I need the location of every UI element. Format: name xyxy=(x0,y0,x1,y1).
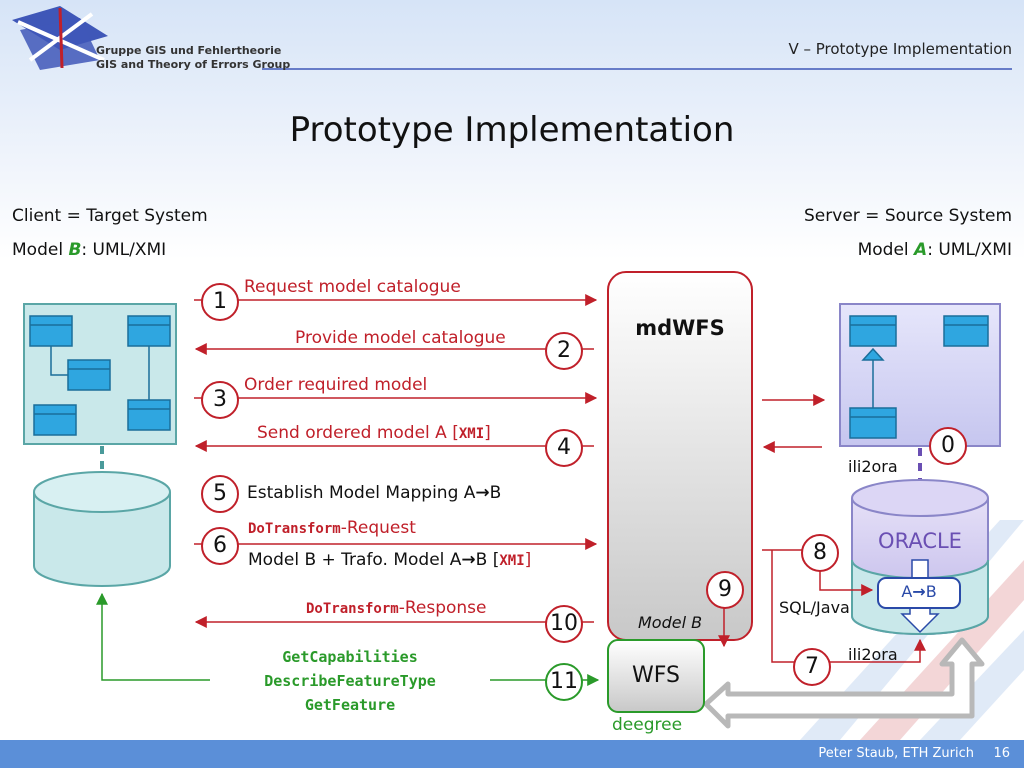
step-badge-3: 3 xyxy=(201,381,239,419)
ili2ora-top-label: ili2ora xyxy=(848,457,898,476)
wfs-op-getcapabilities: GetCapabilities xyxy=(282,648,418,666)
db-access-arrow xyxy=(703,637,985,729)
mapping-label: A→B xyxy=(901,582,937,601)
wfs-label: WFS xyxy=(632,663,680,688)
step-10-label: DoTransform-Response xyxy=(306,598,487,618)
step-4-label: Send ordered model A [XMI] xyxy=(257,423,491,443)
arrow-to-client-db xyxy=(96,592,210,681)
footer-bar: Peter Staub, ETH Zurich 16 xyxy=(0,740,1024,768)
footer-page-number: 16 xyxy=(993,746,1010,761)
step-badge-2: 2 xyxy=(545,332,583,370)
client-heading: Client = Target System xyxy=(12,206,208,226)
logo-icon xyxy=(12,6,108,70)
step-1-label: Request model catalogue xyxy=(244,277,461,297)
step-6-sublabel: Model B + Trafo. Model A→B [XMI] xyxy=(248,550,532,570)
step-3-label: Order required model xyxy=(244,375,428,395)
group-name-en: GIS and Theory of Errors Group xyxy=(96,58,291,71)
step-badge-4: 4 xyxy=(545,429,583,467)
step-badge-6: 6 xyxy=(201,527,239,565)
step-badge-5: 5 xyxy=(201,475,239,513)
step-badge-10: 10 xyxy=(545,605,583,643)
step-badge-7: 7 xyxy=(793,648,831,686)
arrow-step-7 xyxy=(771,550,926,663)
wfs-box xyxy=(607,639,705,713)
client-model: Model B: UML/XMI xyxy=(12,240,167,260)
step-6-label: DoTransform-Request xyxy=(248,518,416,538)
server-heading: Server = Source System xyxy=(804,206,1012,226)
step-2-label: Provide model catalogue xyxy=(295,328,506,348)
server-uml-diagram xyxy=(839,303,1001,447)
mdwfs-label: mdWFS xyxy=(635,316,725,340)
sql-java-label: SQL/Java xyxy=(779,598,850,617)
ili2ora-bottom-label: ili2ora xyxy=(848,645,898,664)
deegree-label: deegree xyxy=(612,715,683,735)
mapping-stem xyxy=(911,559,929,579)
page-title: Prototype Implementation xyxy=(289,110,735,150)
step-badge-0: 0 xyxy=(929,427,967,465)
step-badge-9: 9 xyxy=(706,571,744,609)
step-badge-8: 8 xyxy=(801,534,839,572)
oracle-label: ORACLE xyxy=(878,529,962,553)
mapping-box xyxy=(877,577,961,609)
wfs-op-describefeaturetype: DescribeFeatureType xyxy=(264,672,436,690)
step-badge-1: 1 xyxy=(201,283,239,321)
step-badge-11: 11 xyxy=(545,663,583,701)
mdwfs-model-label: Model B xyxy=(638,613,703,632)
group-name-de: Gruppe GIS und Fehlertheorie xyxy=(96,44,282,57)
client-database-icon xyxy=(33,471,171,587)
wfs-op-getfeature: GetFeature xyxy=(304,696,396,714)
server-model: Model A: UML/XMI xyxy=(857,240,1012,260)
step-5-label: Establish Model Mapping A→B xyxy=(247,483,502,503)
section-title: V – Prototype Implementation xyxy=(788,40,1012,58)
footer-author: Peter Staub, ETH Zurich xyxy=(818,746,974,761)
client-uml-diagram xyxy=(23,303,177,445)
